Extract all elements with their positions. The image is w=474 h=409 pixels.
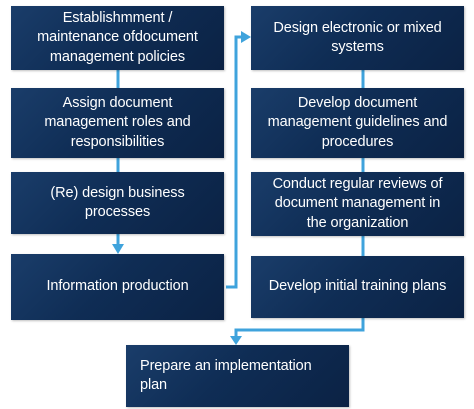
step-implementation-plan: Prepare an implementation plan <box>126 345 349 407</box>
step-info-production: Information production <box>11 254 224 320</box>
step-training-plans: Develop initial training plans <box>251 256 464 318</box>
step-redesign-label: (Re) design business processes <box>50 184 185 220</box>
step-implementation-plan-label: Prepare an implementation plan <box>140 357 312 393</box>
step-regular-reviews-label: Conduct regular reviews of document mana… <box>272 176 443 231</box>
step-regular-reviews: Conduct regular reviews of document mana… <box>251 172 464 236</box>
arrowhead-right <box>241 31 251 43</box>
step-redesign: (Re) design business processes <box>11 172 224 234</box>
step-develop-guidelines: Develop document management guidelines a… <box>251 88 464 158</box>
connector-left-to-right <box>226 35 243 289</box>
step-establishment-label: Establishmment / maintenance ofdocument … <box>37 10 198 65</box>
step-design-systems-label: Design electronic or mixed systems <box>273 19 442 55</box>
step-assign-roles-label: Assign document management roles and res… <box>44 95 191 150</box>
step-design-systems: Design electronic or mixed systems <box>251 6 464 70</box>
step-training-plans-label: Develop initial training plans <box>268 278 447 295</box>
arrowhead-left-3 <box>112 244 124 254</box>
arrowhead-final <box>230 336 242 345</box>
step-assign-roles: Assign document management roles and res… <box>11 88 224 158</box>
step-establishment: Establishmment / maintenance ofdocument … <box>11 6 224 70</box>
step-develop-guidelines-label: Develop document management guidelines a… <box>267 95 448 150</box>
step-info-production-label: Information production <box>46 278 189 295</box>
connector-right-to-final <box>234 318 365 338</box>
